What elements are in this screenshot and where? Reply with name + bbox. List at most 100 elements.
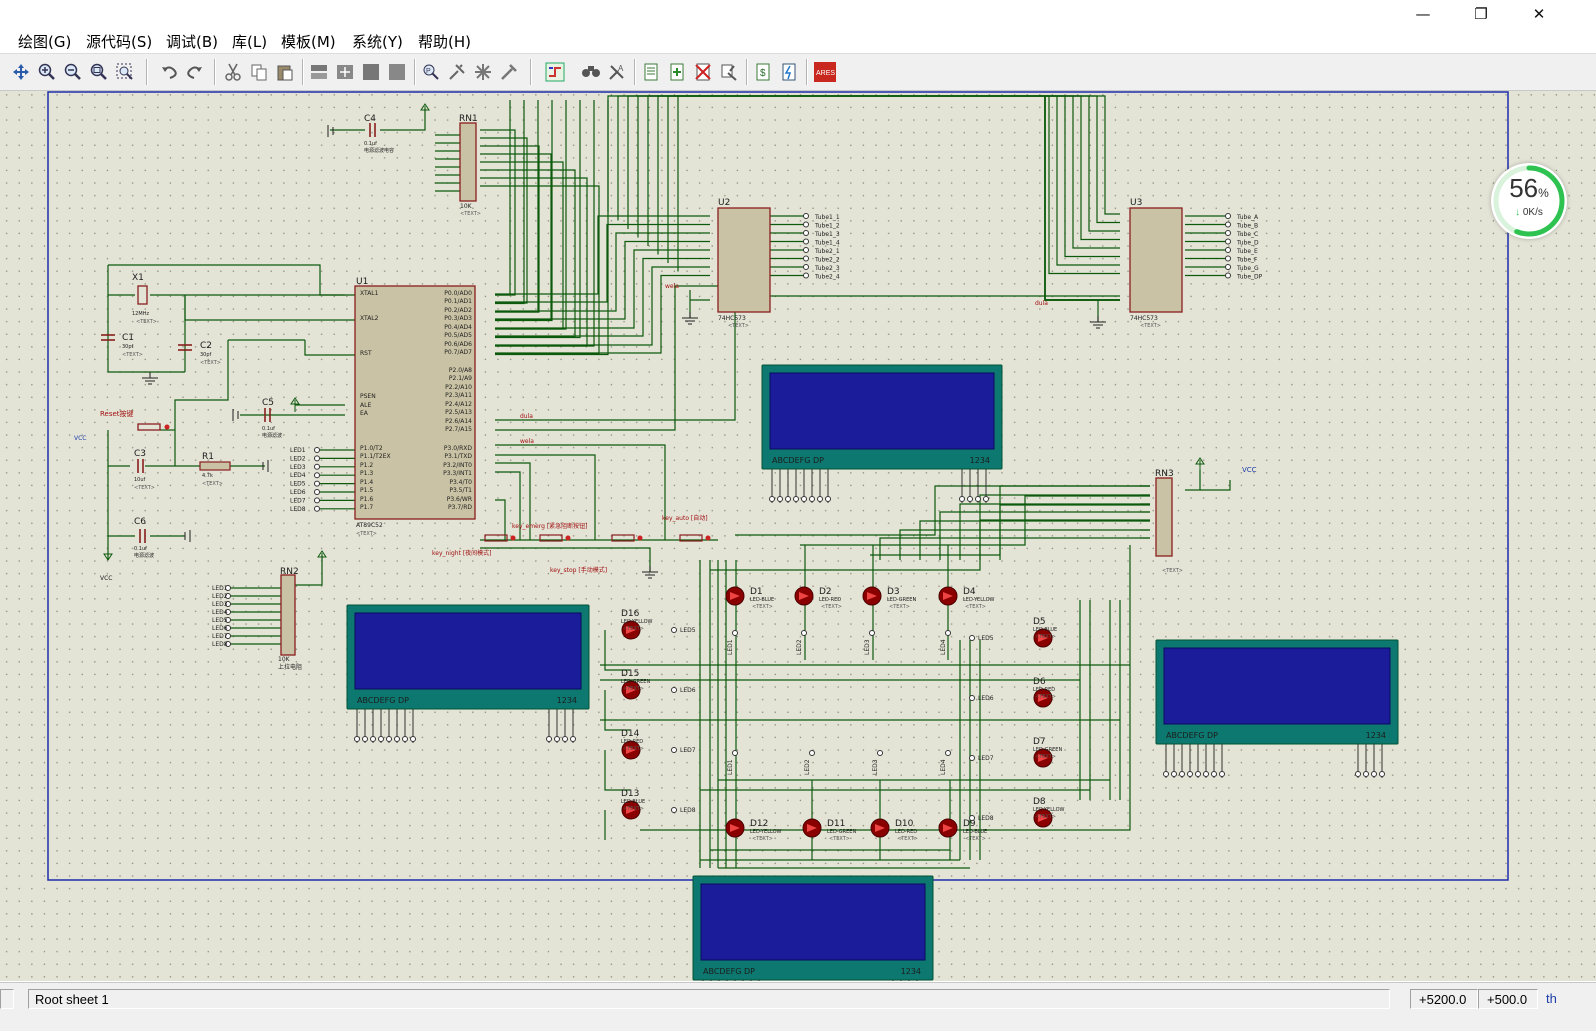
u1-pin-label: P2.4/A12 <box>445 401 472 408</box>
led-symbol-arrow <box>799 592 809 600</box>
display-4-digits: 1234 <box>901 967 921 976</box>
led-color: LED-RED <box>895 829 917 835</box>
u2-output-label: Tube1_1 <box>814 214 840 221</box>
wire-autoroute-icon[interactable] <box>544 61 566 83</box>
cut-icon[interactable] <box>222 61 244 83</box>
u1-text: <TEXT> <box>356 531 377 537</box>
decompose-icon[interactable] <box>472 61 494 83</box>
block-rotate-icon[interactable] <box>360 61 382 83</box>
property-tool-icon[interactable]: A <box>606 61 628 83</box>
led-color: LED-GREEN <box>887 597 916 603</box>
block-move-icon[interactable] <box>334 61 356 83</box>
block-copy-icon[interactable] <box>308 61 330 83</box>
c2-value: 30pf <box>200 352 212 358</box>
ground-symbol <box>184 530 191 542</box>
pin-terminal <box>1211 771 1217 777</box>
paste-icon[interactable] <box>274 61 296 83</box>
r1-text: <TEXT> <box>202 481 223 487</box>
menu-source[interactable]: 源代码(S) <box>86 33 153 51</box>
c2-ref: C2 <box>200 341 212 351</box>
wire <box>174 340 229 466</box>
pin-terminal <box>769 496 775 502</box>
pin-terminal <box>809 496 815 502</box>
u2-text: <TEXT> <box>728 323 749 329</box>
u1-pin-label: P0.2/AD2 <box>444 307 472 314</box>
bill-of-materials-icon[interactable]: $ <box>752 61 774 83</box>
electrical-check-icon[interactable] <box>778 61 800 83</box>
zoom-out-icon[interactable] <box>62 61 84 83</box>
network-speed-widget[interactable]: 56% ↓ 0K/s <box>1491 163 1567 239</box>
wire <box>495 499 506 540</box>
menu-template[interactable]: 模板(M) <box>281 33 336 51</box>
menu-help[interactable]: 帮助(H) <box>418 33 471 51</box>
wire <box>495 232 710 312</box>
led-net-label: LED7 <box>212 633 228 640</box>
net-label-vcc: VCC <box>74 435 86 442</box>
display-3-segments: ABCDEFG DP <box>1166 731 1218 740</box>
button-label: key_auto [自动] <box>662 514 708 522</box>
toolbar-separator <box>302 59 304 85</box>
menu-system[interactable]: 系统(Y) <box>352 33 403 51</box>
u2-output-label: Tube2_4 <box>814 274 840 281</box>
pin-terminal <box>314 447 320 453</box>
zoom-in-icon[interactable] <box>36 61 58 83</box>
menu-draw[interactable]: 绘图(G) <box>18 33 72 51</box>
make-device-icon[interactable] <box>446 61 468 83</box>
pick-device-icon[interactable]: P <box>420 61 442 83</box>
led-text: <TEXT> <box>1035 754 1056 760</box>
menu-library[interactable]: 库(L) <box>232 33 268 51</box>
u1-part: AT89C52 <box>356 522 383 529</box>
u1-pin-label: P0.5/AD5 <box>444 332 472 339</box>
new-sheet-icon[interactable] <box>640 61 662 83</box>
ares-icon[interactable]: ARES <box>814 61 836 83</box>
wire <box>480 153 552 321</box>
zoom-all-icon[interactable] <box>88 61 110 83</box>
pin-terminal <box>225 601 231 607</box>
ground-symbol <box>262 460 269 472</box>
wire <box>495 454 596 540</box>
led-text: <TEXT> <box>889 604 910 610</box>
search-icon[interactable] <box>580 61 602 83</box>
wire <box>627 95 1120 232</box>
u1-pin-label: P3.0/RXD <box>444 445 472 452</box>
undo-icon[interactable] <box>158 61 180 83</box>
zoom-to-child-icon[interactable] <box>718 61 740 83</box>
wire <box>667 95 1120 266</box>
led-text: <TEXT> <box>1035 634 1056 640</box>
ground-symbol <box>232 409 239 421</box>
u3-body <box>1129 207 1183 313</box>
close-button[interactable]: ✕ <box>1532 5 1546 23</box>
zoom-area-icon[interactable] <box>114 61 136 83</box>
minimize-button[interactable]: — <box>1415 5 1431 23</box>
package-tool-icon[interactable] <box>498 61 520 83</box>
led-net-label: LED2 <box>796 639 803 655</box>
c6-ref: C6 <box>134 517 146 527</box>
pan-icon[interactable] <box>10 61 32 83</box>
wire <box>710 519 1150 571</box>
u1-pin-label: EA <box>360 410 369 417</box>
redo-icon[interactable] <box>184 61 206 83</box>
copy-icon[interactable] <box>248 61 270 83</box>
pin-terminal <box>1225 230 1231 236</box>
u3-output-label: Tube_F <box>1236 257 1258 264</box>
pin-terminal <box>817 496 823 502</box>
remove-sheet-icon[interactable] <box>692 61 714 83</box>
pin-terminal <box>554 736 560 742</box>
wire <box>495 266 710 346</box>
pin-terminal <box>945 750 951 756</box>
pin-terminal <box>803 272 809 279</box>
led-text: <TEXT> <box>821 604 842 610</box>
add-sheet-icon[interactable] <box>666 61 688 83</box>
pin-terminal <box>314 472 320 479</box>
menu-debug[interactable]: 调试(B) <box>166 33 218 51</box>
svg-text:P: P <box>426 68 431 75</box>
display-2-segments: ABCDEFG DP <box>357 696 409 705</box>
c6-value: 0.1uf <box>134 546 147 552</box>
pin-terminal <box>314 480 320 487</box>
maximize-button[interactable]: ❐ <box>1474 5 1488 23</box>
schematic-drawing[interactable]: U1AT89C52<TEXT>XTAL1XTAL2RSTPSENALEEAP1.… <box>0 91 1596 981</box>
push-button-symbol <box>679 534 703 542</box>
led-ref: D5 <box>1033 617 1046 627</box>
block-delete-icon[interactable] <box>386 61 408 83</box>
